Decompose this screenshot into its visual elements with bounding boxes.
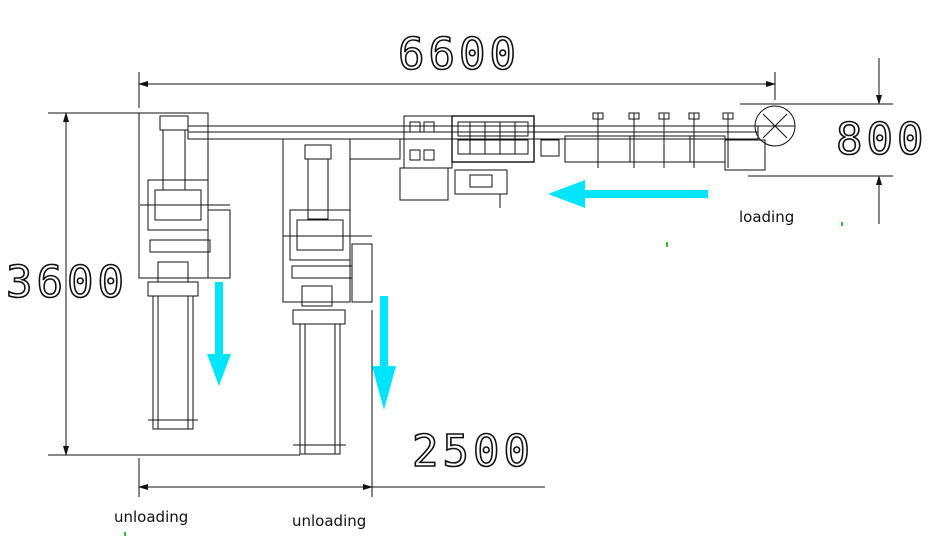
dimension-width-total: 6600 (397, 29, 520, 80)
flow-arrows (207, 180, 708, 410)
main-conveyor (187, 112, 766, 208)
dimension-bottom-width: 2500 (411, 426, 534, 477)
unloading-label-right: unloading (292, 512, 367, 530)
loading-label: loading (739, 208, 795, 226)
unloading-label-left: unloading (114, 508, 189, 526)
decorative-marks (124, 222, 843, 536)
flow-arrow-icon (207, 282, 231, 386)
machine-left (138, 112, 231, 430)
flow-arrow-icon (548, 180, 708, 208)
turntable-icon (754, 105, 796, 147)
machine-right (282, 138, 373, 455)
dimension-lines (48, 58, 893, 497)
flow-arrow-icon (372, 296, 396, 410)
dimension-height-total: 3600 (5, 257, 128, 308)
dimension-line-width: 800 (835, 114, 928, 165)
